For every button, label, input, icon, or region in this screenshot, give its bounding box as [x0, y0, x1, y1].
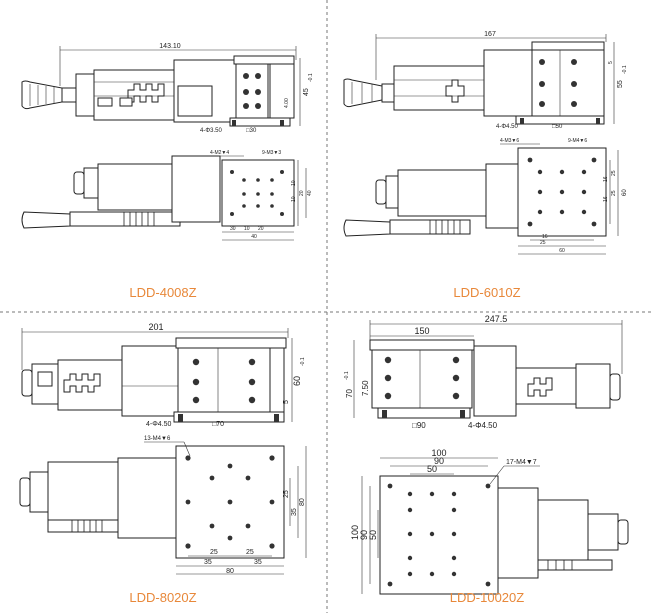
dim-height: 60	[292, 376, 302, 386]
panel-ldd-10020z: 247.5 150 70 -0.1 7.50 □90 4-Φ4.50	[344, 314, 629, 605]
dim-tolerance: -0.1	[300, 357, 306, 366]
dim-width: 143.10	[159, 43, 181, 50]
dim-d5: 40	[251, 234, 257, 240]
dim-side: 7.50	[361, 380, 370, 396]
tap-label-2: 9-M3▼3	[262, 150, 281, 156]
dim-d6: 30	[230, 226, 236, 232]
dim-holes: 4-Φ4.50	[496, 124, 518, 130]
dim-d4: 100	[350, 525, 360, 540]
dim-d6: 50	[368, 530, 378, 540]
dim-tolerance: -0.1	[622, 65, 628, 74]
dim-side: 5	[608, 61, 614, 64]
dim-width: 247.5	[485, 314, 508, 324]
tap-label-1: 13-M4▼6	[144, 436, 171, 442]
top-view-10020z: 100 90 50 100 90 50 17-M4▼7	[350, 448, 629, 595]
panel-ldd-6010z: 167 55 -0.1 5 4-Φ4.50 □50	[343, 31, 628, 300]
top-view-6010z: 4-M3▼6 9-M4▼6 16 16 25 25 60 16 25 60	[343, 138, 628, 255]
dim-height: 55	[617, 80, 624, 88]
dim-d7: 25	[540, 240, 546, 246]
dim-square: □70	[212, 421, 224, 428]
dim-d1: 100	[431, 448, 446, 458]
dim-d7: 10	[244, 226, 250, 232]
dim-top: 150	[414, 326, 429, 336]
tap-label-2: 9-M4▼6	[568, 138, 587, 144]
dim-width: 167	[484, 31, 496, 38]
model-label: LDD-10020Z	[450, 590, 524, 605]
dim-d4: 40	[307, 190, 313, 196]
dim-d5: 35	[204, 559, 212, 566]
dim-side: 4.00	[284, 98, 290, 108]
dim-holes: 4-Φ3.50	[200, 128, 222, 134]
dim-d3: 80	[299, 498, 306, 506]
dim-d2: 35	[291, 508, 298, 516]
dim-height: 45	[303, 88, 310, 96]
dim-square: □30	[246, 128, 257, 134]
side-view-6010z: 167 55 -0.1 5 4-Φ4.50 □50	[343, 31, 628, 130]
side-view-8020z: 201 60 -0.1 5 4-Φ4.50 □70	[21, 322, 306, 428]
dim-d8: 60	[559, 248, 565, 254]
dim-height: 70	[345, 389, 354, 398]
dim-d5: 90	[359, 530, 369, 540]
dim-d1: 25	[283, 490, 290, 498]
dim-square: □90	[412, 421, 426, 430]
dim-d3: 25	[611, 190, 617, 196]
tap-label-1: 4-M2▼4	[210, 150, 229, 156]
dim-side: 5	[283, 400, 290, 404]
side-view-10020z: 247.5 150 70 -0.1 7.50 □90 4-Φ4.50	[344, 314, 623, 430]
dim-square: □50	[552, 124, 563, 130]
panel-ldd-8020z: 201 60 -0.1 5 4-Φ4.50 □70	[19, 322, 307, 605]
dim-holes: 4-Φ4.50	[146, 421, 172, 428]
dim-d6: 16	[542, 234, 548, 240]
dim-d2: 10	[291, 196, 297, 202]
tap-label-1: 17-M4▼7	[506, 459, 537, 466]
dim-width: 201	[148, 322, 163, 332]
dim-d8: 35	[254, 559, 262, 566]
panel-ldd-4008z: 143.10 45 -0.1 4.00 4-Φ3.50 □30	[21, 43, 314, 300]
top-view-8020z: 13-M4▼6 25 35 80 25 35 80 25 35	[19, 436, 307, 575]
dim-d2: 16	[603, 196, 609, 202]
dim-tolerance: -0.1	[344, 371, 350, 380]
dim-d7: 25	[246, 549, 254, 556]
dim-d4: 25	[210, 549, 218, 556]
dim-d6: 80	[226, 568, 234, 575]
tap-label-1: 4-M3▼6	[500, 138, 519, 144]
dim-d4: 25	[611, 170, 617, 176]
model-label: LDD-6010Z	[453, 285, 520, 300]
top-view-4008z: 4-M2▼4 9-M3▼3 10 10 20 40 40 30 10 20	[21, 150, 313, 241]
dim-holes: 4-Φ4.50	[468, 421, 498, 430]
side-view-4008z: 143.10 45 -0.1 4.00 4-Φ3.50 □30	[21, 43, 314, 134]
dim-d3: 50	[427, 464, 437, 474]
dim-d1: 10	[291, 180, 297, 186]
dim-tolerance: -0.1	[308, 73, 314, 82]
dim-d1: 16	[603, 176, 609, 182]
dim-d8: 20	[258, 226, 264, 232]
dim-d5: 60	[622, 189, 628, 196]
model-label: LDD-4008Z	[129, 285, 196, 300]
dim-d2: 90	[434, 456, 444, 466]
model-label: LDD-8020Z	[129, 590, 196, 605]
dim-d3: 20	[299, 190, 305, 196]
